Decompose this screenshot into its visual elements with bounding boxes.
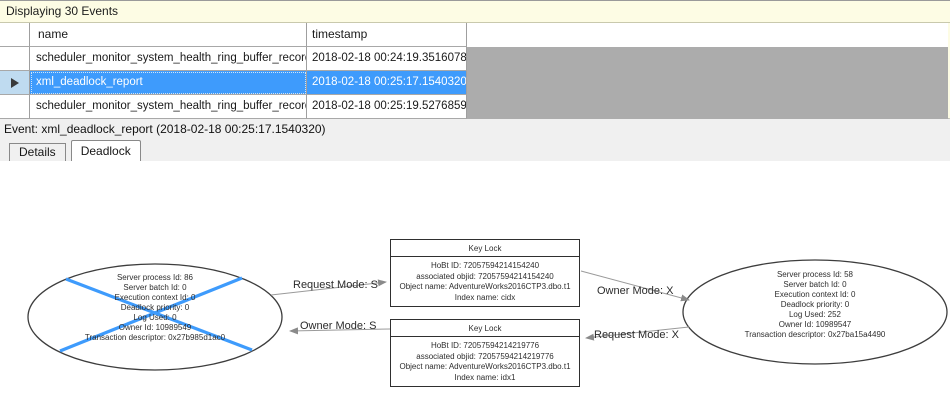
resource-node-keylock-top[interactable]: Key Lock HoBt ID: 72057594214154240 asso… (390, 239, 580, 307)
process-attr: Server batch Id: 0 (783, 280, 847, 289)
process-attr: Server batch Id: 0 (123, 283, 187, 292)
resource-title: Key Lock (391, 320, 579, 337)
event-detail-tabstrip: Details Deadlock (0, 140, 950, 161)
cell-timestamp: 2018-02-18 00:25:17.1540320 (307, 71, 467, 95)
process-attr: Log Used: 0 (133, 313, 177, 322)
cell-name: scheduler_monitor_system_health_ring_buf… (30, 95, 307, 119)
resource-title: Key Lock (391, 240, 579, 257)
column-header-timestamp[interactable]: timestamp (307, 23, 467, 47)
edge-label-request-s: Request Mode: S (293, 279, 378, 291)
process-attr: Deadlock priority: 0 (120, 303, 190, 312)
resource-attr: Index name: idx1 (454, 372, 516, 382)
process-attr: Owner Id: 10989547 (778, 320, 852, 329)
tab-details[interactable]: Details (9, 143, 66, 161)
cell-name: xml_deadlock_report (30, 71, 307, 95)
current-row-marker-icon (10, 77, 19, 88)
process-attr: Deadlock priority: 0 (780, 300, 850, 309)
events-grid: name timestamp scheduler_monitor_system_… (0, 23, 950, 119)
deadlock-graph-canvas: Server process Id: 86 Server batch Id: 0… (0, 161, 950, 399)
cell-timestamp: 2018-02-18 00:24:19.3516078 (307, 47, 467, 71)
process-attr: Execution context Id: 0 (774, 290, 856, 299)
process-node-survivor[interactable]: Server process Id: 58 Server batch Id: 0… (695, 270, 935, 340)
resource-attr: associated objid: 72057594214154240 (416, 271, 554, 281)
cell-timestamp: 2018-02-18 00:25:19.5276859 (307, 95, 467, 119)
row-selector-header (0, 23, 30, 47)
process-attr: Owner Id: 10989549 (118, 323, 192, 332)
resource-attr: associated objid: 72057594214219776 (416, 351, 554, 361)
row-selector-cell (0, 47, 30, 71)
selected-event-label: Event: xml_deadlock_report (2018-02-18 0… (0, 119, 950, 140)
process-attr: Transaction descriptor: 0x27b985d1ac0 (84, 333, 226, 342)
resource-attr: Object name: AdventureWorks2016CTP3.dbo.… (399, 282, 571, 291)
resource-attr: Object name: AdventureWorks2016CTP3.dbo.… (399, 362, 571, 371)
grid-header-row: name timestamp (0, 23, 948, 47)
resource-attr: HoBt ID: 72057594214154240 (430, 261, 540, 270)
grid-filler (467, 71, 948, 95)
victim-x-stroke (65, 277, 253, 352)
deadlock-graph-shapes (27, 259, 948, 371)
process-attr: Server process Id: 86 (116, 273, 194, 282)
process-node-right-ellipse (682, 259, 948, 365)
process-node-victim[interactable]: Server process Id: 86 Server batch Id: 0… (35, 273, 275, 343)
grid-filler (467, 95, 948, 119)
events-count-bar: Displaying 30 Events (0, 0, 950, 23)
row-selector-cell (0, 71, 30, 95)
grid-filler (467, 47, 948, 71)
table-row-selected[interactable]: xml_deadlock_report 2018-02-18 00:25:17.… (0, 71, 948, 95)
resource-attr: HoBt ID: 72057594214219776 (430, 341, 540, 350)
resource-attr: Index name: cidx (454, 292, 516, 302)
process-attr: Server process Id: 58 (776, 270, 854, 279)
edge-label-owner-x: Owner Mode: X (597, 285, 674, 297)
edge-label-request-x: Request Mode: X (594, 329, 679, 341)
row-selector-cell (0, 95, 30, 119)
tab-deadlock[interactable]: Deadlock (70, 140, 141, 161)
process-attr: Log Used: 252 (788, 310, 842, 319)
process-attr: Execution context Id: 0 (114, 293, 196, 302)
process-node-left-ellipse (27, 263, 283, 371)
cell-name: scheduler_monitor_system_health_ring_buf… (30, 47, 307, 71)
victim-x-stroke (59, 276, 243, 353)
resource-node-keylock-bottom[interactable]: Key Lock HoBt ID: 72057594214219776 asso… (390, 319, 580, 387)
grid-filler (467, 23, 948, 47)
table-row[interactable]: scheduler_monitor_system_health_ring_buf… (0, 47, 948, 71)
edge-request-x (585, 326, 690, 341)
edge-label-owner-s: Owner Mode: S (300, 320, 377, 332)
edge-request-s (270, 279, 387, 296)
table-row[interactable]: scheduler_monitor_system_health_ring_buf… (0, 95, 948, 119)
process-attr: Transaction descriptor: 0x27ba15a4490 (744, 330, 886, 339)
edge-owner-x (580, 270, 690, 302)
column-header-name[interactable]: name (30, 23, 307, 47)
edge-owner-s (289, 327, 391, 335)
